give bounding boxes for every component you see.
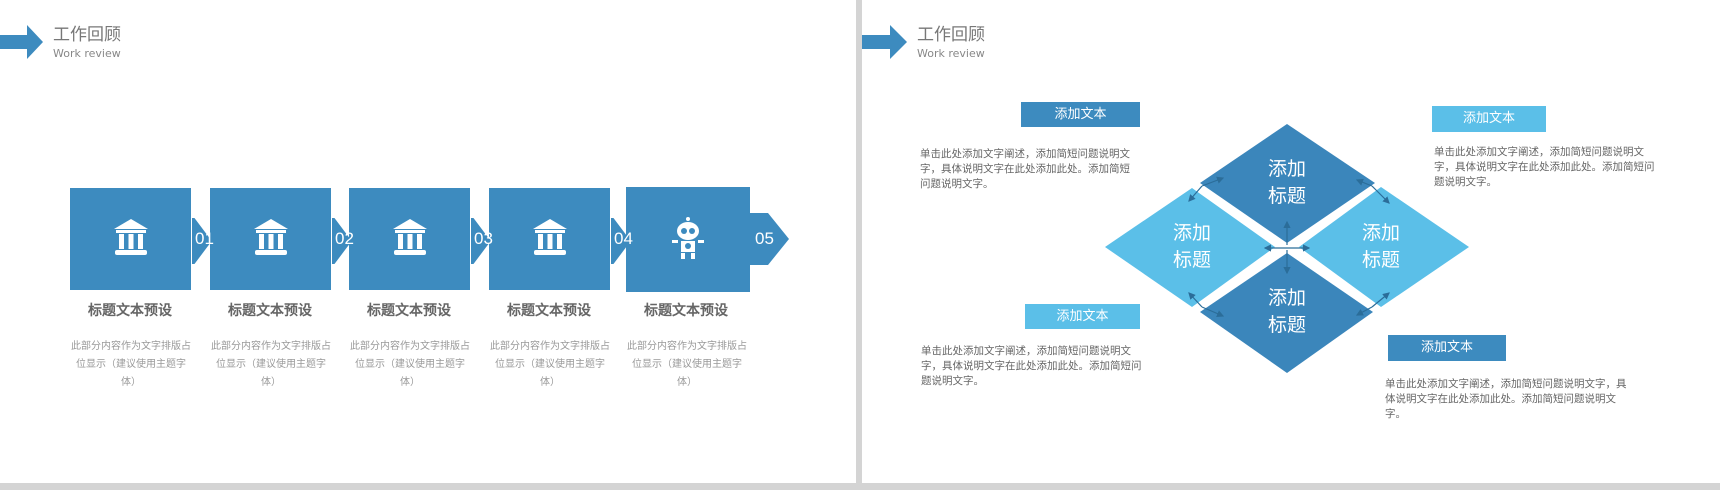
- step-desc: 此部分内容作为文字排版占位显示（建议使用主题字体）: [627, 341, 747, 388]
- diamond-top[interactable]: [1200, 124, 1375, 243]
- diamond-right-label: 添加标题: [1351, 220, 1411, 274]
- step-desc: 此部分内容作为文字排版占位显示（建议使用主题字体）: [211, 341, 331, 388]
- step-box[interactable]: [349, 188, 470, 290]
- diamond-left-label: 添加标题: [1162, 220, 1222, 274]
- bank-icon: [111, 217, 151, 261]
- step-desc: 此部分内容作为文字排版占位显示（建议使用主题字体）: [350, 341, 470, 388]
- step-number: 05: [755, 229, 774, 248]
- step-box[interactable]: [489, 188, 610, 290]
- step-title: 标题文本预设: [88, 303, 172, 319]
- step-title: 标题文本预设: [644, 303, 728, 319]
- label-line: 添加: [1361, 222, 1400, 244]
- step-desc: 此部分内容作为文字排版占位显示（建议使用主题字体）: [71, 341, 191, 388]
- step-number: 01: [195, 229, 214, 248]
- step-desc: 此部分内容作为文字排版占位显示（建议使用主题字体）: [490, 341, 610, 388]
- diamond-bottom-label: 添加标题: [1257, 285, 1317, 339]
- slide-left: 工作回顾 Work review 01 标题文本预设 此部分内容作为文字排版占位…: [0, 0, 856, 483]
- chevron-connector-icon: [331, 216, 355, 266]
- block-paragraph: 单击此处添加文字阐述，添加简短问题说明文字，具体说明文字在此处添加此处。添加简短…: [921, 345, 1142, 387]
- add-text-button[interactable]: 添加文本: [1021, 102, 1140, 127]
- slide-subtitle: Work review: [917, 47, 985, 60]
- block-paragraph: 单击此处添加文字阐述，添加简短问题说明文字，具体说明文字在此处添加此处。添加简短…: [1434, 146, 1655, 188]
- diamond-bottom[interactable]: [1200, 253, 1373, 373]
- header-arrow-icon: [0, 25, 43, 59]
- label-line: 添加: [1267, 287, 1306, 309]
- bank-icon: [390, 217, 430, 261]
- bank-icon: [530, 217, 570, 261]
- step-box[interactable]: [70, 188, 191, 290]
- label-line: 添加: [1267, 158, 1306, 180]
- step-box[interactable]: [210, 188, 331, 290]
- step-number: 03: [474, 229, 493, 248]
- slide-title: 工作回顾: [53, 25, 121, 45]
- slide-subtitle: Work review: [53, 47, 121, 60]
- block-paragraph: 单击此处添加文字阐述，添加简短问题说明文字，具体说明文字在此处添加此处。添加简短…: [920, 148, 1130, 190]
- label-line: 标题: [1267, 314, 1306, 336]
- step-number: 04: [614, 229, 633, 248]
- chevron-connector-icon: [610, 216, 634, 266]
- step-title: 标题文本预设: [507, 303, 591, 319]
- slide-title: 工作回顾: [917, 25, 985, 45]
- final-arrow-icon: [750, 213, 789, 265]
- block-paragraph: 单击此处添加文字阐述，添加简短问题说明文字，具体说明文字在此处添加此处。添加简短…: [1385, 378, 1627, 420]
- diamond-top-label: 添加标题: [1257, 156, 1317, 210]
- add-text-button[interactable]: 添加文本: [1432, 106, 1546, 132]
- label-line: 标题: [1361, 249, 1400, 271]
- add-text-button[interactable]: 添加文本: [1388, 335, 1506, 361]
- robot-icon: [668, 216, 708, 264]
- chevron-connector-icon: [191, 216, 215, 266]
- step-number: 02: [335, 229, 354, 248]
- slide-right: 工作回顾 Work review 添加标题添加标题添加标题添加标题 添加文本 单…: [862, 0, 1720, 483]
- add-text-button[interactable]: 添加文本: [1025, 304, 1140, 329]
- diamond-right[interactable]: [1299, 187, 1469, 307]
- bank-icon: [251, 217, 291, 261]
- step-title: 标题文本预设: [228, 303, 312, 319]
- label-line: 标题: [1172, 249, 1211, 271]
- step-title: 标题文本预设: [367, 303, 451, 319]
- step-box[interactable]: [626, 187, 750, 292]
- header-arrow-icon: [862, 25, 907, 59]
- label-line: 标题: [1267, 185, 1306, 207]
- arrows: [1188, 176, 1390, 317]
- label-line: 添加: [1172, 222, 1211, 244]
- chevron-connector-icon: [470, 216, 494, 266]
- diamond-left[interactable]: [1105, 188, 1275, 307]
- diamond-diagram: [1105, 124, 1469, 373]
